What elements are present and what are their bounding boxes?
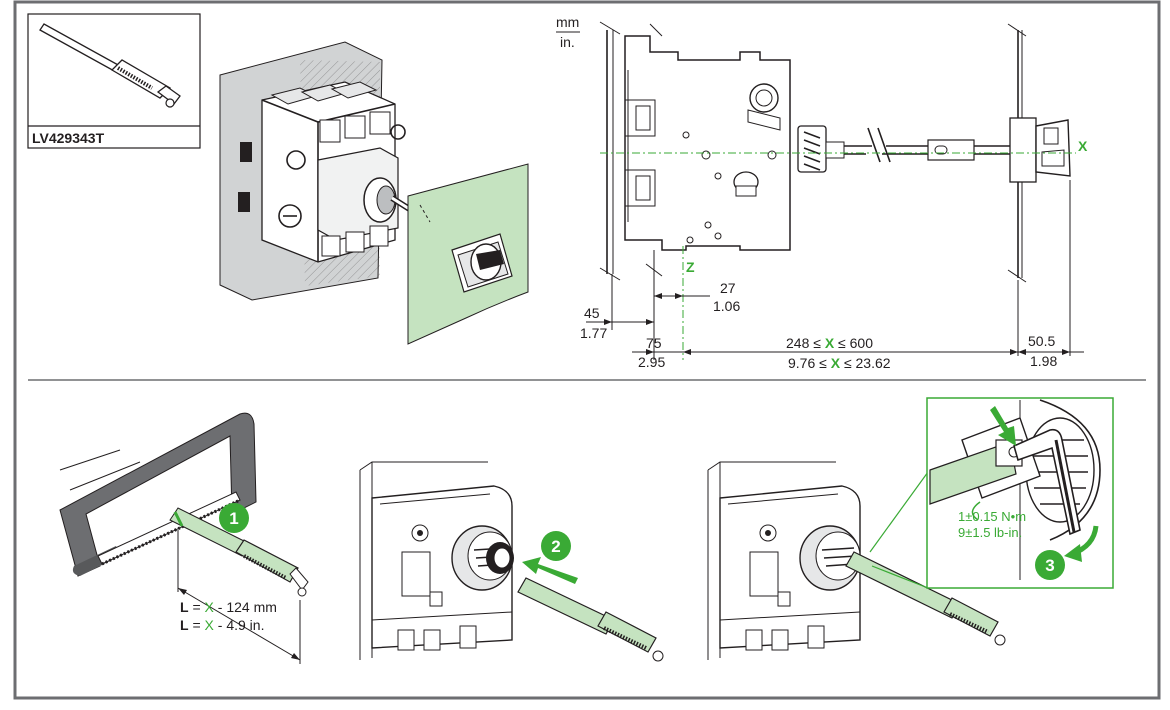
step-3-number: 3 <box>1045 556 1054 575</box>
dim-50-in: 1.98 <box>1030 353 1057 369</box>
dim-75-mm: 75 <box>646 335 662 351</box>
step-2-insert-shaft: 2 <box>359 461 664 662</box>
axis-z-label: Z <box>686 259 695 275</box>
step-2-number: 2 <box>551 537 560 556</box>
dimension-drawing: mm in. <box>556 14 1088 371</box>
torque-nm: 1±0.15 N•m <box>958 509 1026 524</box>
units-mm: mm <box>556 14 579 30</box>
dim-45-mm: 45 <box>584 305 600 321</box>
dim-27-in: 1.06 <box>713 298 740 314</box>
breaker-assembly-illustration <box>219 41 529 345</box>
axis-x-label: X <box>1078 138 1088 154</box>
dim-50-mm: 50.5 <box>1028 333 1055 349</box>
step-3-badge <box>1035 550 1065 580</box>
dim-27-mm: 27 <box>720 280 736 296</box>
step-3-tighten-screw: 1±0.15 N•m 9±1.5 lb-in. 3 <box>707 397 1114 660</box>
step-1-badge <box>219 503 249 533</box>
dim-75-in: 2.95 <box>638 354 665 370</box>
step-2-badge <box>541 531 571 561</box>
cut-length-in: L = X - 4.9 in. <box>180 617 264 633</box>
product-reference: LV429343T <box>32 130 105 146</box>
product-box: LV429343T <box>27 13 201 149</box>
dim-range-mm: 248 ≤ X ≤ 600 <box>786 335 873 351</box>
extension-shaft-icon <box>39 23 181 108</box>
cut-length-mm: L = X - 124 mm <box>180 599 277 615</box>
step-1-number: 1 <box>229 509 238 528</box>
torque-lbin: 9±1.5 lb-in. <box>958 525 1022 540</box>
dim-range-in: 9.76 ≤ X ≤ 23.62 <box>788 355 891 371</box>
step-1-cut-shaft: 1 L = X - 124 mm L = X - 4.9 in. <box>59 412 309 664</box>
units-in: in. <box>560 34 575 50</box>
dim-45-in: 1.77 <box>580 325 607 341</box>
outer-frame <box>13 0 1161 700</box>
